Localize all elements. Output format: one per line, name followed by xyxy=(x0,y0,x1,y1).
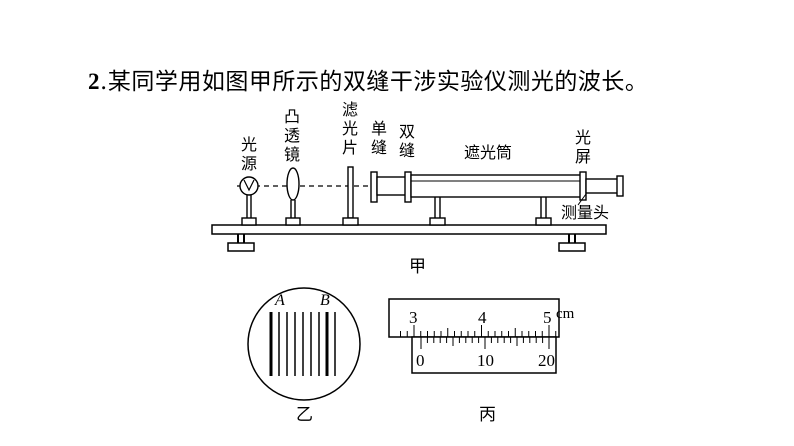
bench-foot-left xyxy=(227,234,255,252)
unit-label: cm xyxy=(556,306,575,322)
question-body: 某同学用如图甲所示的双缝干涉实验仪测光的波长。 xyxy=(107,69,649,95)
label-single-slit-2: 缝 xyxy=(371,138,387,157)
question-separator: . xyxy=(100,69,108,95)
label-double-slit-2: 缝 xyxy=(399,141,415,160)
light-tube xyxy=(410,171,587,226)
figure-bing: 3 4 5 cm 0 10 20 丙 xyxy=(388,298,575,425)
label-double-slit-1: 双 xyxy=(399,122,415,141)
fringe-circle xyxy=(247,287,361,401)
measuring-head xyxy=(585,175,624,197)
main-scale xyxy=(388,298,560,338)
vernier-tick-0: 0 xyxy=(416,351,425,370)
vernier-tick-10: 10 xyxy=(477,351,494,370)
bench-foot-right xyxy=(558,234,586,252)
label-lens-1: 凸 xyxy=(284,107,300,126)
label-lens-3: 镜 xyxy=(284,145,300,164)
label-filter-2: 光 xyxy=(342,119,358,138)
main-tick-5: 5 xyxy=(543,308,552,327)
main-tick-4: 4 xyxy=(478,308,487,327)
convex-lens xyxy=(285,167,301,226)
filter-plate xyxy=(342,166,359,226)
caption-bing: 丙 xyxy=(479,405,496,425)
vernier-tick-20: 20 xyxy=(538,351,555,370)
label-filter-1: 滤 xyxy=(342,100,358,119)
main-scale-ticks xyxy=(400,325,557,337)
figure-yi: A B 乙 xyxy=(247,287,361,425)
caption-jia: 甲 xyxy=(409,257,426,277)
main-tick-3: 3 xyxy=(409,308,418,327)
figure-jia: 光 源 凸 透 镜 滤 光 片 单 缝 双 缝 遮光筒 光 屏 测量头 甲 xyxy=(211,100,624,277)
label-single-slit-1: 单 xyxy=(371,119,387,138)
label-screen-2: 屏 xyxy=(575,147,591,166)
fringe-lines xyxy=(269,312,336,376)
label-light-source-2: 源 xyxy=(241,154,257,173)
measuring-head-pointer xyxy=(577,193,587,206)
question-text: 2.某同学用如图甲所示的双缝干涉实验仪测光的波长。 xyxy=(88,62,648,96)
label-screen-1: 光 xyxy=(575,128,591,147)
label-light-tube: 遮光筒 xyxy=(464,143,512,162)
label-b: B xyxy=(320,292,330,309)
double-slit xyxy=(404,171,412,203)
vernier-scale-ticks xyxy=(420,337,550,349)
optical-bench xyxy=(211,224,607,235)
question-number: 2 xyxy=(88,69,100,94)
label-measuring-head: 测量头 xyxy=(561,203,609,222)
single-slit xyxy=(370,171,408,203)
vernier-scale xyxy=(411,336,557,374)
label-filter-3: 片 xyxy=(342,138,358,157)
label-light-source-1: 光 xyxy=(241,135,257,154)
light-source xyxy=(239,176,259,226)
caption-yi: 乙 xyxy=(296,405,313,425)
label-lens-2: 透 xyxy=(284,126,300,145)
label-a: A xyxy=(274,292,285,309)
